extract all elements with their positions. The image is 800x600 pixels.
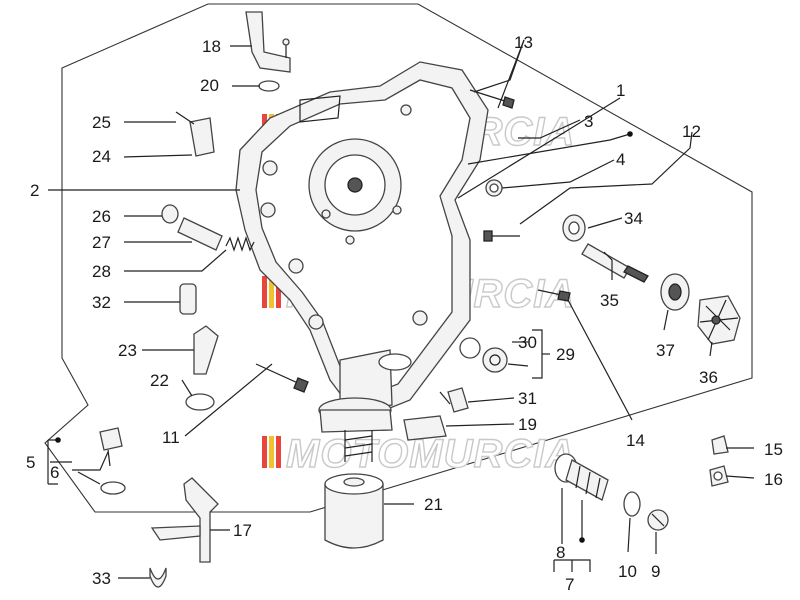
callout-4: 4 [616,150,625,169]
water-pump-parts [469,89,741,345]
callout-12: 12 [682,122,701,141]
watermark-text: MOTOMURCIA [286,432,575,476]
callout-11: 11 [162,428,180,447]
callout-18: 18 [202,37,221,56]
callout-21: 21 [424,495,443,514]
callout-2: 2 [30,181,39,200]
callout-31: 31 [518,389,537,408]
callout-29: 29 [556,345,575,364]
callout-19: 19 [518,415,537,434]
callout-25: 25 [92,113,111,132]
leader-lines [47,39,755,579]
oil-filter [324,473,384,549]
callout-20: 20 [200,76,219,95]
callout-5: 5 [26,453,35,472]
callout-15: 15 [764,440,783,459]
callout-27: 27 [92,233,111,252]
crankcase-cover [235,61,489,421]
callout-17: 17 [233,521,252,540]
callout-7: 7 [565,575,574,594]
callout-9: 9 [651,562,660,581]
callout-26: 26 [92,207,111,226]
callout-22: 22 [150,371,169,390]
assembly-outline [44,3,753,513]
callout-14: 14 [626,431,645,450]
callout-34: 34 [624,209,643,228]
filter-housing [318,349,412,462]
callout-28: 28 [92,262,111,281]
callout-23: 23 [118,341,137,360]
left-side-parts [99,11,309,588]
callout-16: 16 [764,470,783,489]
callout-36: 36 [699,368,718,387]
callout-3: 3 [584,112,593,131]
right-side-parts [403,337,729,531]
callout-33: 33 [92,569,111,588]
callout-13: 13 [514,33,533,52]
callout-1: 1 [616,81,625,100]
callout-8: 8 [556,543,565,562]
callout-6: 6 [50,463,59,482]
callout-10: 10 [618,562,637,581]
callout-32: 32 [92,293,111,312]
callout-37: 37 [656,341,675,360]
callout-24: 24 [92,147,111,166]
callout-30: 30 [518,333,537,352]
callout-35: 35 [600,291,619,310]
callout-labels: 1 2 3 4 5 6 7 8 9 10 11 12 13 14 15 16 1… [26,33,783,594]
watermark-bottom: MOTOMURCIA [262,431,575,477]
